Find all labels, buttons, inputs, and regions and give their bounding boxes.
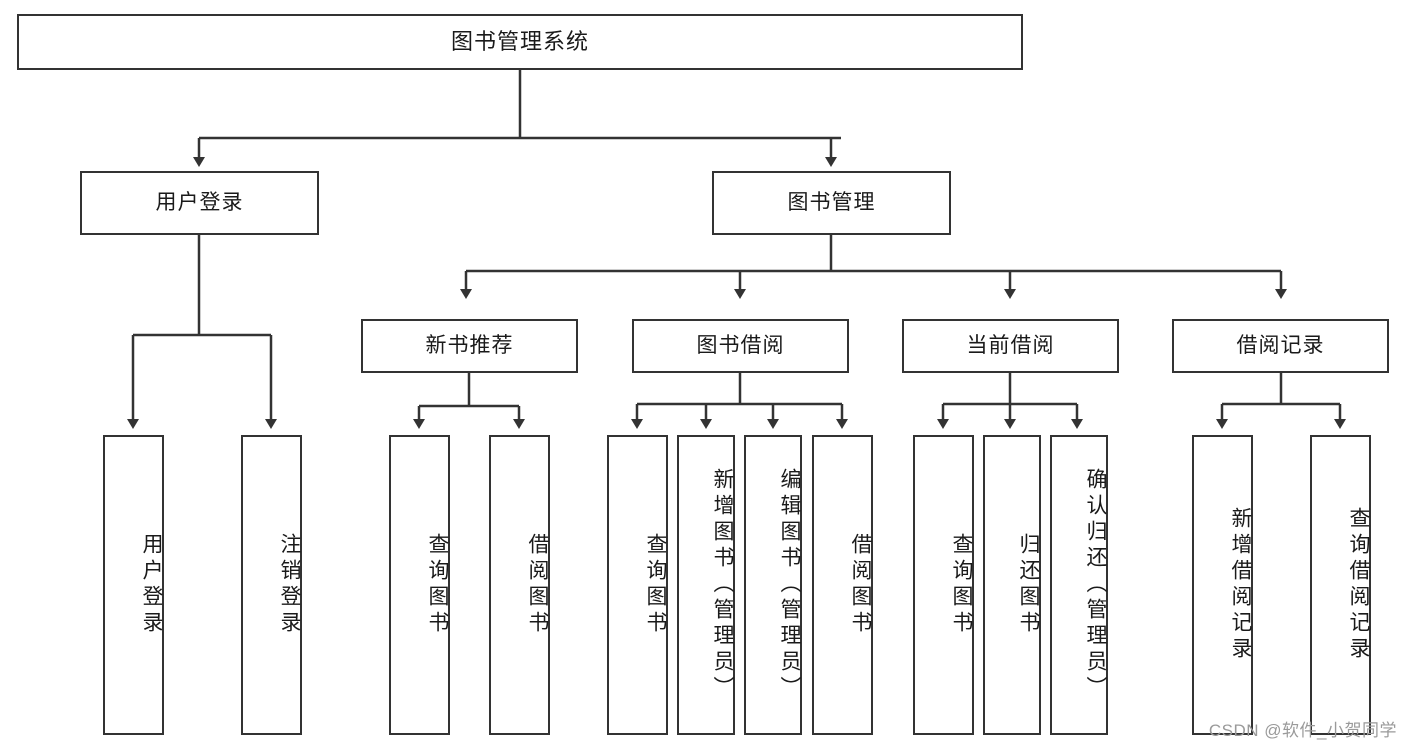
leaf-record-query-record[interactable]: 查询借阅记录 xyxy=(1310,435,1371,735)
leaf-current-confirm-return-admin[interactable]: 确认归还（管理员） xyxy=(1050,435,1108,735)
node-label: 用户登录 xyxy=(155,191,244,215)
node-label: 编辑图书（管理员） xyxy=(778,468,801,702)
node-borrow-record[interactable]: 借阅记录 xyxy=(1172,319,1389,373)
leaf-record-add-record[interactable]: 新增借阅记录 xyxy=(1192,435,1253,735)
node-label: 新书推荐 xyxy=(425,334,514,358)
leaf-recommend-borrow-book[interactable]: 借阅图书 xyxy=(489,435,550,735)
node-label: 确认归还（管理员） xyxy=(1084,468,1107,702)
node-new-book-recommend[interactable]: 新书推荐 xyxy=(361,319,578,373)
leaf-user-login-signout[interactable]: 注销登录 xyxy=(241,435,302,735)
node-label: 图书管理系统 xyxy=(450,28,589,54)
leaf-current-return-book[interactable]: 归还图书 xyxy=(983,435,1041,735)
node-label: 查询图书 xyxy=(950,533,973,637)
leaf-recommend-query-book[interactable]: 查询图书 xyxy=(389,435,450,735)
node-label: 图书借阅 xyxy=(696,334,785,358)
leaf-borrow-edit-book-admin[interactable]: 编辑图书（管理员） xyxy=(744,435,802,735)
node-label: 当前借阅 xyxy=(966,334,1055,358)
leaf-borrow-add-book-admin[interactable]: 新增图书（管理员） xyxy=(677,435,735,735)
node-label: 图书管理 xyxy=(787,191,876,215)
node-user-login[interactable]: 用户登录 xyxy=(80,171,319,235)
watermark-credit: CSDN @软件_小贺同学 xyxy=(1208,721,1397,740)
node-label: 用户登录 xyxy=(140,533,163,637)
node-label: 借阅图书 xyxy=(849,533,872,637)
node-label: 借阅记录 xyxy=(1236,334,1325,358)
node-label: 归还图书 xyxy=(1017,533,1040,637)
node-book-borrow[interactable]: 图书借阅 xyxy=(632,319,849,373)
node-root-system[interactable]: 图书管理系统 xyxy=(17,14,1023,70)
leaf-borrow-borrow-book[interactable]: 借阅图书 xyxy=(812,435,873,735)
node-label: 借阅图书 xyxy=(526,533,549,637)
node-label: 新增借阅记录 xyxy=(1229,507,1252,663)
node-label: 新增图书（管理员） xyxy=(711,468,734,702)
node-label: 查询图书 xyxy=(644,533,667,637)
node-book-management[interactable]: 图书管理 xyxy=(712,171,951,235)
node-label: 查询图书 xyxy=(426,533,449,637)
leaf-user-login-signin[interactable]: 用户登录 xyxy=(103,435,164,735)
node-current-borrow[interactable]: 当前借阅 xyxy=(902,319,1119,373)
leaf-borrow-query-book[interactable]: 查询图书 xyxy=(607,435,668,735)
node-label: 注销登录 xyxy=(278,533,301,637)
node-label: 查询借阅记录 xyxy=(1347,507,1370,663)
leaf-current-query-book[interactable]: 查询图书 xyxy=(913,435,974,735)
